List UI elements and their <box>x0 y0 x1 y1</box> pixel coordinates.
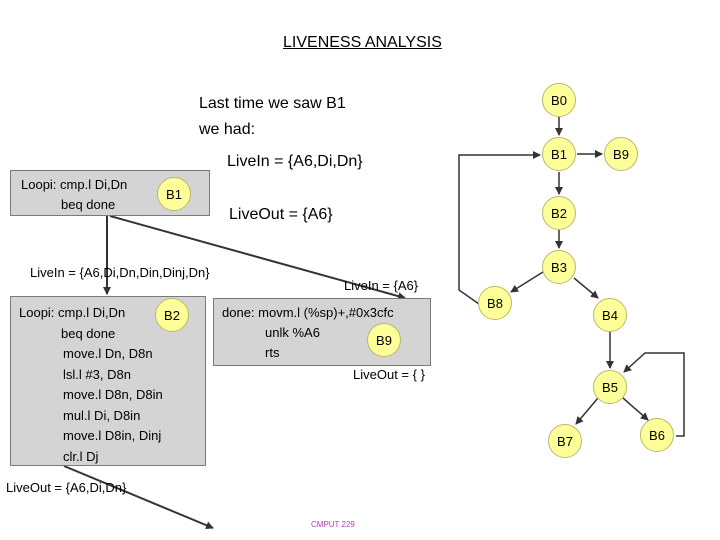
code-line: move.l Dn, D8n <box>63 346 153 361</box>
code-line: Loopi: cmp.l Di,Dn <box>21 177 128 192</box>
code-line: rts <box>265 345 280 360</box>
code-line: Loopi: cmp.l Di,Dn <box>19 305 126 320</box>
box-b9-livein: LiveIn = {A6} <box>344 278 419 293</box>
cfg-node-b4: B4 <box>593 298 627 332</box>
code-line: move.l D8n, D8in <box>63 387 163 402</box>
cfg-node-b1: B1 <box>542 137 576 171</box>
cfg-node-b5: B5 <box>593 370 627 404</box>
code-line: move.l D8in, Dinj <box>63 428 162 443</box>
box-b2-node: B2 <box>155 298 189 332</box>
arrow-b1-to-b9 <box>109 215 406 300</box>
code-line: done: movm.l (%sp)+,#0x3cfc <box>222 305 394 320</box>
edge-b8-b1-back <box>458 151 541 305</box>
code-line: unlk %A6 <box>265 325 320 340</box>
footer-course-label: CMPUT 229 <box>311 520 355 529</box>
box-b9-liveout: LiveOut = { } <box>353 367 425 382</box>
edge-b5-b7 <box>575 397 599 425</box>
edge-b3-b4 <box>573 277 599 299</box>
cfg-node-b2: B2 <box>542 196 576 230</box>
edge-b5-b6 <box>622 397 649 421</box>
cfg-node-b6: B6 <box>640 418 674 452</box>
box-b2-liveout: LiveOut = {A6,Di,Dn} <box>6 480 127 495</box>
intro-liveout: LiveOut = {A6} <box>229 206 333 223</box>
code-line: beq done <box>61 325 116 341</box>
box-b9-node: B9 <box>367 323 401 357</box>
edge-b3-b8 <box>510 271 544 293</box>
code-line: lsl.l #3, D8n <box>63 366 131 382</box>
cfg-node-b7: B7 <box>548 424 582 458</box>
slide-title: LIVENESS ANALYSIS <box>283 34 442 51</box>
code-line: beq done <box>61 197 116 212</box>
box-b1-node: B1 <box>157 177 191 211</box>
cfg-node-b8: B8 <box>478 286 512 320</box>
code-box-b9: done: movm.l (%sp)+,#0x3cfc unlk %A6 rts <box>213 298 431 366</box>
edge-b6-b5-loop <box>623 352 685 437</box>
cfg-node-b3: B3 <box>542 250 576 284</box>
code-line: mul.l Di, D8in <box>63 407 141 423</box>
intro-line-1: Last time we saw B1 <box>199 95 346 112</box>
cfg-node-b9: B9 <box>604 137 638 171</box>
cfg-node-b0: B0 <box>542 83 576 117</box>
intro-line-2: we had: <box>199 121 256 138</box>
code-line: clr.l Dj <box>63 448 99 464</box>
arrow-b2-exit <box>63 465 214 530</box>
intro-livein: LiveIn = {A6,Di,Dn} <box>227 153 363 170</box>
box-b2-livein: LiveIn = {A6,Di,Dn,Din,Dinj,Dn} <box>30 265 210 280</box>
